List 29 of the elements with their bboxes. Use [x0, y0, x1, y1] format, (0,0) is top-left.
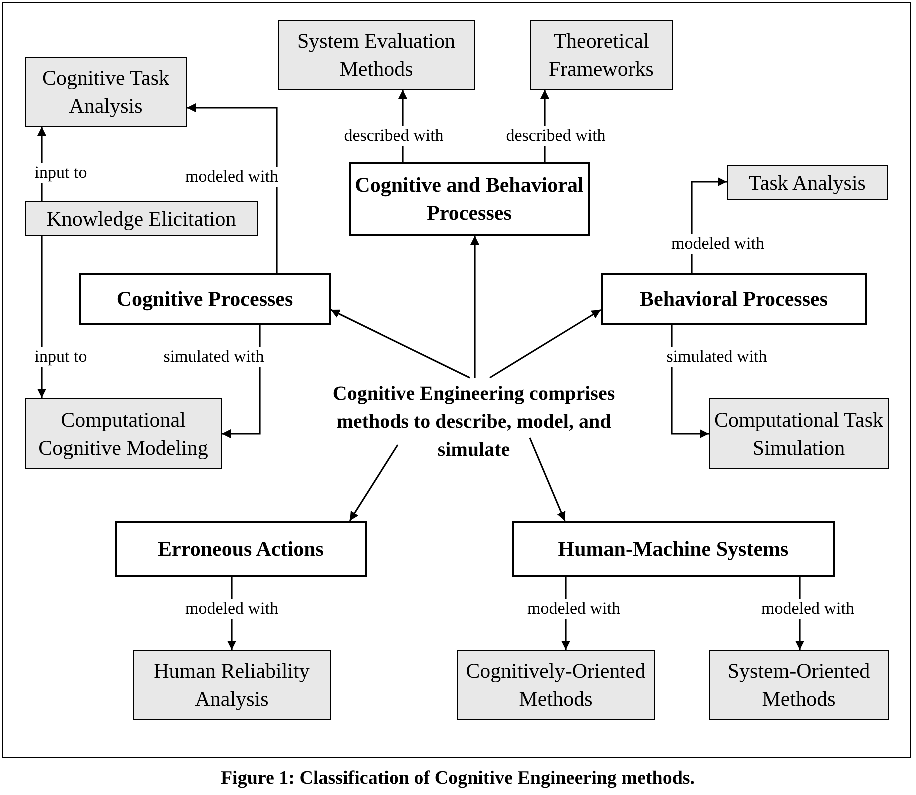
method-box: System Evaluation Methods	[278, 20, 475, 90]
category-box: Erroneous Actions	[115, 521, 367, 577]
method-box: Task Analysis	[727, 165, 888, 200]
category-box: Cognitive and Behavioral Processes	[349, 162, 590, 236]
edge-label: modeled with	[182, 599, 282, 619]
method-box: Human Reliability Analysis	[133, 650, 331, 720]
arrow	[38, 236, 46, 398]
arrow	[187, 104, 278, 273]
edge-label: modeled with	[182, 167, 282, 187]
method-box: Cognitive Task Analysis	[25, 57, 187, 127]
method-box: Computational Cognitive Modeling	[25, 398, 222, 469]
figure-caption: Figure 1: Classification of Cognitive Engineering methods.	[220, 767, 696, 791]
arrow	[349, 444, 399, 522]
category-box: Cognitive Processes	[79, 273, 331, 325]
central-statement: Cognitive Engineering comprises methods to describe, model, and simulate	[298, 378, 650, 466]
method-box: Cognitively-Oriented Methods	[457, 650, 655, 720]
method-box: System-Oriented Methods	[709, 650, 889, 720]
arrow	[529, 438, 566, 522]
method-box: Theoretical Frameworks	[530, 20, 673, 90]
category-box: Human-Machine Systems	[512, 521, 835, 577]
arrow	[330, 309, 470, 379]
arrow	[470, 236, 480, 378]
method-box: Computational Task Simulation	[709, 398, 889, 469]
edge-label: modeled with	[668, 234, 768, 254]
method-box: Knowledge Elicitation	[25, 201, 258, 236]
category-box: Behavioral Processes	[601, 273, 867, 325]
arrow	[490, 309, 602, 379]
edge-label: modeled with	[758, 599, 858, 619]
edge-label: modeled with	[524, 599, 624, 619]
